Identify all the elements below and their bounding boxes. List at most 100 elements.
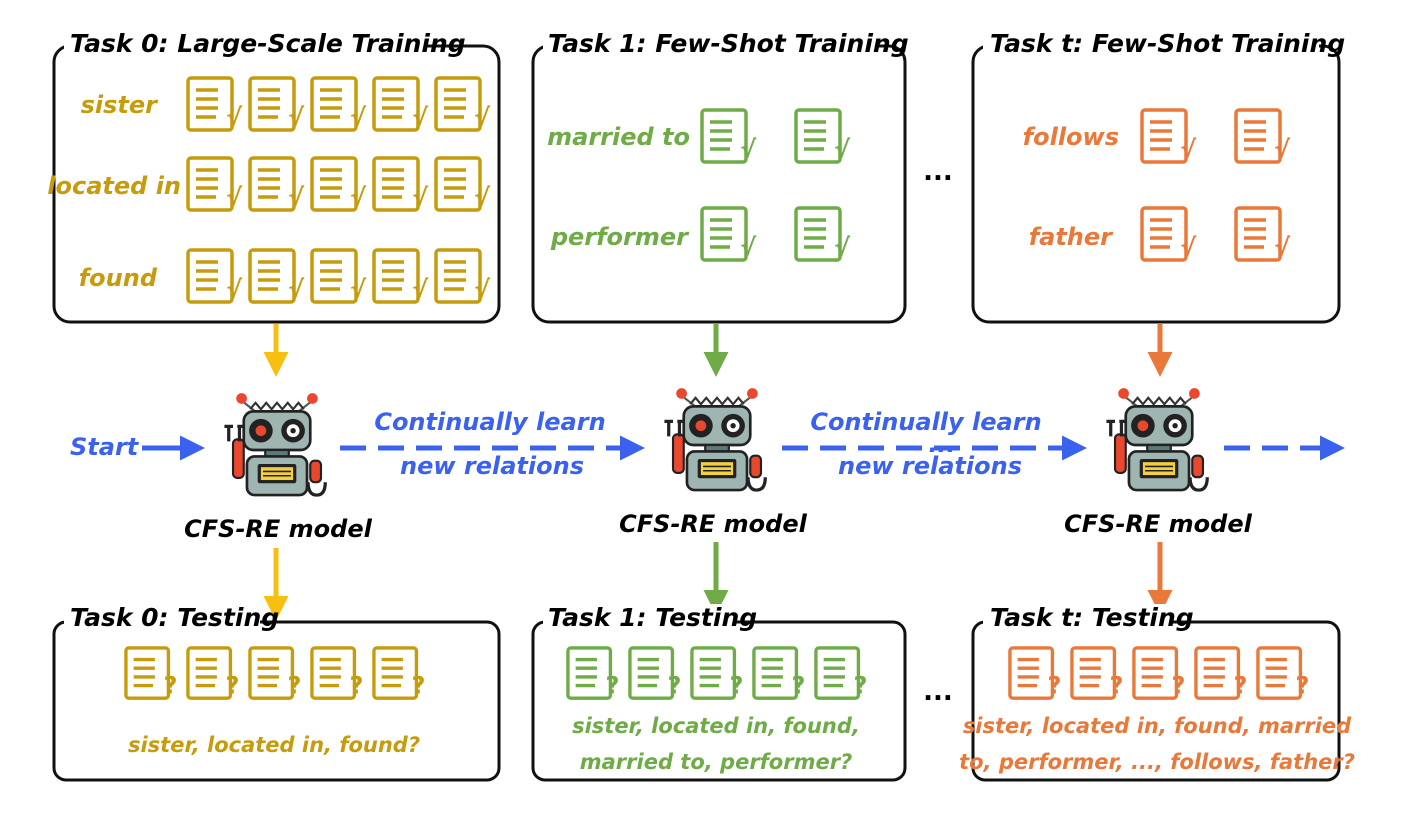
document-check-icon: √ <box>310 76 367 132</box>
document-check-icon: √ <box>1234 108 1291 164</box>
document-check-icon: √ <box>372 156 429 212</box>
svg-text:√: √ <box>350 183 367 211</box>
relation-label: father <box>1029 223 1114 251</box>
svg-text:√: √ <box>226 275 243 303</box>
task1-training-box <box>531 44 907 324</box>
taskt-testing-title: Task t: Testing <box>990 603 1194 632</box>
task1-training-title: Task 1: Few-Shot Training <box>548 29 909 58</box>
ellipsis: ... <box>923 677 953 707</box>
document-question-icon: ? <box>1132 646 1186 700</box>
svg-text:?: ? <box>730 672 744 700</box>
flow-label: Continually learn <box>374 408 605 436</box>
document-question-icon: ? <box>1008 646 1062 700</box>
document-question-icon: ? <box>752 646 806 700</box>
document-check-icon: √ <box>186 248 243 304</box>
ellipsis: ... <box>928 430 955 458</box>
task1-training-documents: √ √ √ √ <box>700 108 851 262</box>
document-check-icon: √ <box>372 76 429 132</box>
model-label: CFS-RE model <box>1064 510 1252 538</box>
taskt-training-box <box>971 44 1341 324</box>
svg-text:√: √ <box>1274 233 1291 261</box>
document-question-icon: ? <box>1070 646 1124 700</box>
document-question-icon: ? <box>690 646 744 700</box>
task0-training-documents: √ √ √ √ √ √ √ √ √ √ √ √ √ √ √ <box>186 76 491 304</box>
robot-icon <box>662 386 767 492</box>
document-question-icon: ? <box>566 646 620 700</box>
task1-testing-title: Task 1: Testing <box>548 603 757 632</box>
taskt-training-documents: √√√√ <box>1140 108 1291 262</box>
svg-text:√: √ <box>288 275 305 303</box>
document-check-icon: √ <box>434 76 491 132</box>
ellipsis: ... <box>923 157 953 187</box>
svg-text:?: ? <box>792 672 806 700</box>
svg-text:√: √ <box>288 103 305 131</box>
test-query: married to, performer? <box>580 750 853 774</box>
document-check-icon: √ <box>1140 206 1197 262</box>
test-query: sister, located in, found, married <box>963 714 1352 738</box>
svg-text:?: ? <box>350 672 364 700</box>
svg-text:√: √ <box>1180 233 1197 261</box>
document-check-icon: √ <box>372 248 429 304</box>
relation-label: located in <box>47 172 181 200</box>
svg-text:?: ? <box>1110 672 1124 700</box>
svg-text:√: √ <box>288 183 305 211</box>
document-check-icon: √ <box>248 76 305 132</box>
document-question-icon: ? <box>372 646 425 700</box>
task0-testing-title: Task 0: Testing <box>70 603 279 632</box>
svg-text:?: ? <box>226 672 240 700</box>
svg-text:√: √ <box>740 135 757 163</box>
svg-text:?: ? <box>1048 672 1062 700</box>
svg-text:?: ? <box>1296 672 1310 700</box>
task0-testing-documents: ????? <box>124 646 425 700</box>
test-query: to, performer, ..., follows, father? <box>959 750 1355 774</box>
document-check-icon: √ <box>794 206 851 262</box>
svg-text:√: √ <box>412 275 429 303</box>
relation-label: performer <box>550 223 690 251</box>
svg-text:√: √ <box>474 183 491 211</box>
svg-text:√: √ <box>226 103 243 131</box>
relation-label: found <box>79 264 158 292</box>
document-check-icon: √ <box>700 206 757 262</box>
flow-label: Continually learn <box>810 408 1041 436</box>
svg-text:?: ? <box>288 672 302 700</box>
document-check-icon: √ <box>700 108 757 164</box>
task0-training-title: Task 0: Large-Scale Training <box>70 29 466 58</box>
document-question-icon: ? <box>310 646 364 700</box>
svg-text:√: √ <box>412 183 429 211</box>
document-check-icon: √ <box>1234 206 1291 262</box>
model-label: CFS-RE model <box>184 515 372 543</box>
svg-text:√: √ <box>834 135 851 163</box>
svg-text:√: √ <box>474 103 491 131</box>
svg-text:√: √ <box>834 233 851 261</box>
relation-label: follows <box>1023 123 1119 151</box>
svg-text:√: √ <box>412 103 429 131</box>
document-question-icon: ? <box>186 646 240 700</box>
svg-text:?: ? <box>1172 672 1186 700</box>
svg-text:?: ? <box>606 672 620 700</box>
svg-text:√: √ <box>226 183 243 211</box>
svg-text:√: √ <box>350 275 367 303</box>
task0-testing-box <box>52 620 501 782</box>
document-question-icon: ? <box>1194 646 1248 700</box>
relation-label: married to <box>547 123 690 151</box>
document-question-icon: ? <box>814 646 868 700</box>
test-query: sister, located in, found, <box>572 714 860 738</box>
svg-text:√: √ <box>740 233 757 261</box>
document-check-icon: √ <box>794 108 851 164</box>
svg-text:?: ? <box>854 672 868 700</box>
document-question-icon: ? <box>1256 646 1310 700</box>
svg-text:√: √ <box>1274 135 1291 163</box>
taskt-training-title: Task t: Few-Shot Training <box>990 29 1345 58</box>
svg-text:?: ? <box>1234 672 1248 700</box>
svg-text:√: √ <box>350 103 367 131</box>
svg-text:√: √ <box>474 275 491 303</box>
robot-icon <box>222 391 327 497</box>
relation-label: sister <box>81 91 160 119</box>
robot-icon <box>1104 386 1209 492</box>
svg-text:?: ? <box>668 672 682 700</box>
document-check-icon: √ <box>434 156 491 212</box>
document-check-icon: √ <box>186 156 243 212</box>
svg-text:?: ? <box>164 672 178 700</box>
document-check-icon: √ <box>248 248 305 304</box>
